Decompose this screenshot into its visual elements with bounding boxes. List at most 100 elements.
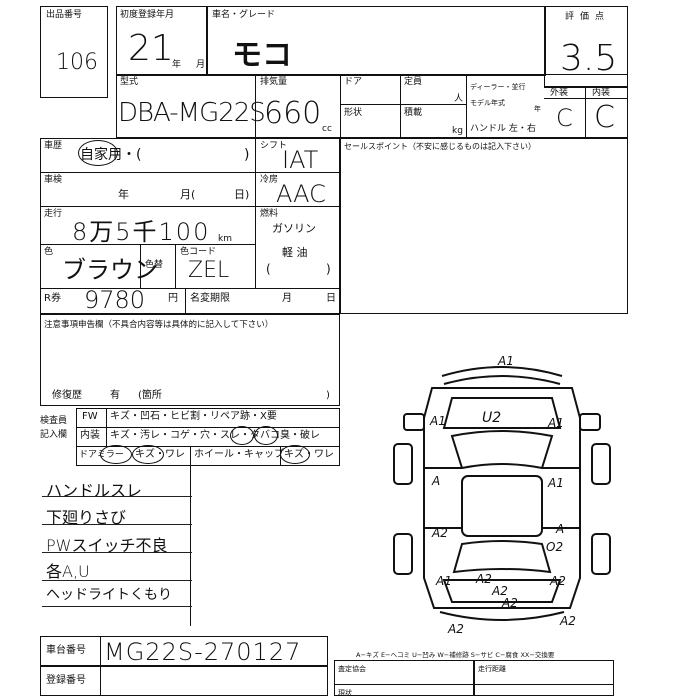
inspection-day: 日) xyxy=(234,188,250,201)
color-value: ブラウン xyxy=(62,256,158,284)
model-box xyxy=(206,6,546,76)
load-label: 積載 xyxy=(404,108,423,118)
model-year-label: モデル年式 xyxy=(470,99,505,107)
diagram-mark: A1 xyxy=(548,476,564,490)
car-damage-diagram xyxy=(393,366,611,621)
diagram-mark: A1 xyxy=(498,354,514,368)
transfer-month: 月 xyxy=(282,293,292,304)
color-change-label: 色替 xyxy=(145,260,164,270)
footer-box-1 xyxy=(334,660,474,696)
inspection-year: 年 xyxy=(118,188,129,201)
model-name: モコ xyxy=(232,38,292,73)
check-grid xyxy=(76,408,340,466)
color-code: ZEL xyxy=(188,258,230,283)
dealer-label: ディーラー・並行 xyxy=(470,83,526,91)
lot-number: 106 xyxy=(56,50,98,75)
interior-grade: C xyxy=(594,100,615,135)
score-label: 評価点 xyxy=(565,12,611,22)
sales-point-box xyxy=(340,138,628,314)
first-reg-year-unit: 年 xyxy=(172,60,182,70)
check-side-label-1: 検査員 xyxy=(40,416,68,426)
shift-label: シフト xyxy=(260,141,288,151)
notes-title: 注意事項申告欄（不具合内容等は具体的に記入して下さい） xyxy=(44,320,274,330)
handle-label: ハンドル 左・右 xyxy=(470,124,536,134)
inspector-note-4: 各A,U xyxy=(46,562,90,581)
shape-label: 形状 xyxy=(344,108,363,118)
usage-label: 車歴 xyxy=(44,141,63,151)
displacement-label: 排気量 xyxy=(260,77,288,87)
legend: A−キズ E−ヘコミ U−凹み W−補修跡 S−サビ C−腐食 XX−交換要 xyxy=(356,651,555,659)
door-label: ドア xyxy=(344,77,363,87)
first-reg-box xyxy=(116,6,208,76)
model-label: 車名・グレード xyxy=(212,10,276,20)
inspector-note-2: 下廻りさび xyxy=(46,508,127,527)
inspector-note-3: PWスイッチ不良 xyxy=(46,536,168,555)
diagram-mark: A2 xyxy=(432,526,448,540)
load-unit: kg xyxy=(452,126,463,136)
diagram-mark: A2 xyxy=(448,622,464,636)
diagram-mark: A2 xyxy=(550,574,566,588)
usage-close: ) xyxy=(244,147,250,163)
repair-parts: (箇所 xyxy=(138,390,162,401)
check-side-label-2: 記入欄 xyxy=(40,430,68,440)
reg-label: 登録番号 xyxy=(46,675,86,686)
inspector-note-1: ハンドルスレ xyxy=(46,481,143,500)
mileage-unit: km xyxy=(218,234,232,244)
sales-point-label: セールスポイント（不安に感じるものは記入下さい） xyxy=(344,142,536,151)
specs-row xyxy=(116,74,628,138)
interior-label: 内装 xyxy=(592,88,611,98)
fuel-label: 燃料 xyxy=(260,209,279,219)
shift-value: IAT xyxy=(282,146,319,174)
diagram-mark: A2 xyxy=(476,572,492,586)
inspector-note-5: ヘッドライトくもり xyxy=(46,587,172,603)
inspection-month: 月( xyxy=(180,188,196,201)
check-row2-items: キズ・汚レ・コゲ・穴・スレ・タバコ臭・破レ xyxy=(110,430,320,441)
first-reg-label: 初度登録年月 xyxy=(120,10,175,20)
mileage-label: 走行 xyxy=(44,209,63,219)
lot-number-box xyxy=(40,6,108,98)
repair-close: ) xyxy=(326,390,330,401)
diagram-mark: A xyxy=(556,522,565,536)
exterior-grade: C xyxy=(556,104,573,132)
displacement-unit: cc xyxy=(322,124,332,134)
diagram-mark: A2 xyxy=(560,614,576,628)
displacement-value: 660 xyxy=(264,96,322,131)
inspection-label: 車検 xyxy=(44,175,63,185)
score-value: 3.5 xyxy=(560,38,618,79)
exterior-label: 外装 xyxy=(550,88,569,98)
type-code: DBA-MG22S xyxy=(118,98,266,128)
recycle-unit: 円 xyxy=(168,293,178,304)
check-row2-label: 内装 xyxy=(80,430,100,441)
reg-row xyxy=(40,666,328,696)
chassis-label: 車台番号 xyxy=(46,645,86,656)
capacity-label: 定員 xyxy=(404,77,423,87)
diagram-mark: A1 xyxy=(436,574,452,588)
repair-label: 修復歴 xyxy=(52,390,82,401)
capacity-unit: 人 xyxy=(454,94,464,104)
check-row3-wheel: ホイール・キャップ xyxy=(194,449,284,460)
check-row1-items: キズ・凹石・ヒビ割・リペア跡・X要 xyxy=(110,411,277,422)
check-row1-label: FW xyxy=(82,411,98,422)
diagram-mark: O2 xyxy=(546,540,564,554)
footer-box-3-label: 現状 xyxy=(338,689,352,697)
first-reg-month-unit: 月 xyxy=(196,60,206,70)
transfer-day: 日 xyxy=(326,293,336,304)
recycle-label: R券 xyxy=(44,293,61,304)
score-box xyxy=(544,6,628,88)
notes-box xyxy=(40,314,340,406)
recycle-value: 9780 xyxy=(84,286,146,314)
color-code-label: 色コード xyxy=(180,247,217,257)
mileage-value: 8万5千100 xyxy=(72,218,211,246)
model-year-unit: 年 xyxy=(534,105,541,113)
lot-number-label: 出品番号 xyxy=(46,10,83,20)
diagram-mark: A2 xyxy=(502,596,518,610)
color-label: 色 xyxy=(44,247,54,257)
chassis-number: MG22S-270127 xyxy=(104,638,302,666)
first-reg-year: 21 xyxy=(128,28,174,69)
fuel-diesel: 軽 油 xyxy=(282,246,308,259)
aircon-value: AAC xyxy=(276,180,326,208)
diagram-mark: A2 xyxy=(492,584,508,598)
footer-box-1-label: 査定協会 xyxy=(338,665,366,673)
diagram-mark: U2 xyxy=(482,410,502,426)
footer-box-2 xyxy=(474,660,614,696)
